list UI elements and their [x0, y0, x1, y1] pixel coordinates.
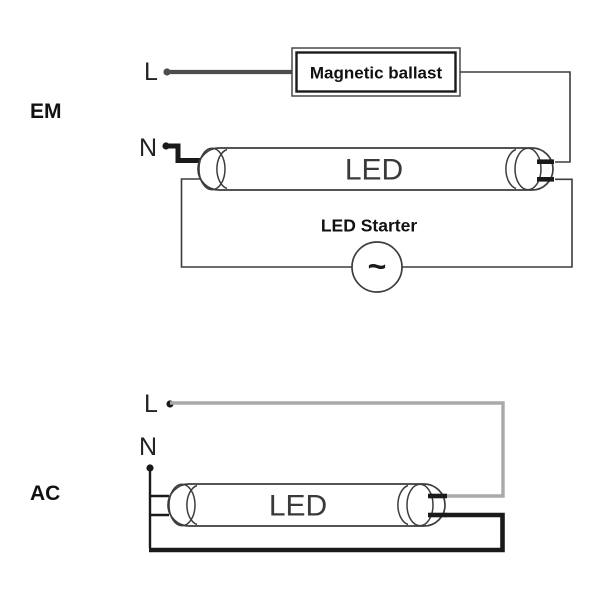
- em-led-tube-left-cap-arc: [216, 148, 228, 190]
- magnetic-ballast-outer-box: [291, 47, 461, 97]
- em-section-label: EM: [30, 100, 62, 123]
- em-led-tube-right-cap-arc: [505, 148, 517, 190]
- em-tube-pin-top: [537, 159, 554, 164]
- led-starter-symbol: ~: [368, 248, 387, 284]
- em-led-tube-label: LED: [345, 154, 403, 187]
- magnetic-ballast-inner-box: [295, 51, 457, 93]
- magnetic-ballast-label: Magnetic ballast: [310, 64, 443, 83]
- em-led-tube-right-cap: [514, 147, 542, 191]
- ac-return-wire: [149, 512, 505, 553]
- led-starter-label: LED Starter: [321, 216, 417, 236]
- ac-live-wire: [170, 401, 505, 498]
- led-starter-circle: [351, 241, 403, 293]
- ac-tube-pin-top: [428, 493, 447, 499]
- ac-section-label: AC: [30, 482, 60, 505]
- ac-live-terminal-label: L: [144, 390, 158, 418]
- em-live-terminal-label: L: [144, 58, 158, 86]
- ac-led-tube-left-cap: [168, 483, 196, 527]
- ac-led-tube-right-cap: [406, 483, 434, 527]
- ac-led-tube: LED: [167, 483, 447, 527]
- em-led-tube-left-cap: [198, 147, 226, 191]
- em-neutral-terminal-label: N: [139, 134, 157, 162]
- ac-led-tube-body: [167, 483, 446, 527]
- em-ballast-output-wire: [460, 71, 571, 163]
- em-left-loop-wire: [180, 178, 352, 268]
- ac-led-tube-left-cap-arc: [186, 484, 198, 526]
- ac-tube-pin-bottom: [428, 512, 447, 518]
- em-circuit: EM L Magnetic ballast N LED LED: [30, 47, 573, 293]
- em-right-loop-wire: [402, 178, 573, 268]
- em-led-tube-body: [197, 147, 554, 191]
- ac-led-tube-label: LED: [269, 490, 327, 523]
- ac-neutral-terminal-label: N: [139, 433, 157, 461]
- em-led-tube: LED: [197, 147, 554, 191]
- ac-circuit: AC L N LED: [30, 390, 505, 553]
- ac-led-tube-right-cap-arc: [397, 484, 409, 526]
- em-neutral-wire: [166, 143, 201, 163]
- em-tube-pin-bottom: [537, 177, 554, 182]
